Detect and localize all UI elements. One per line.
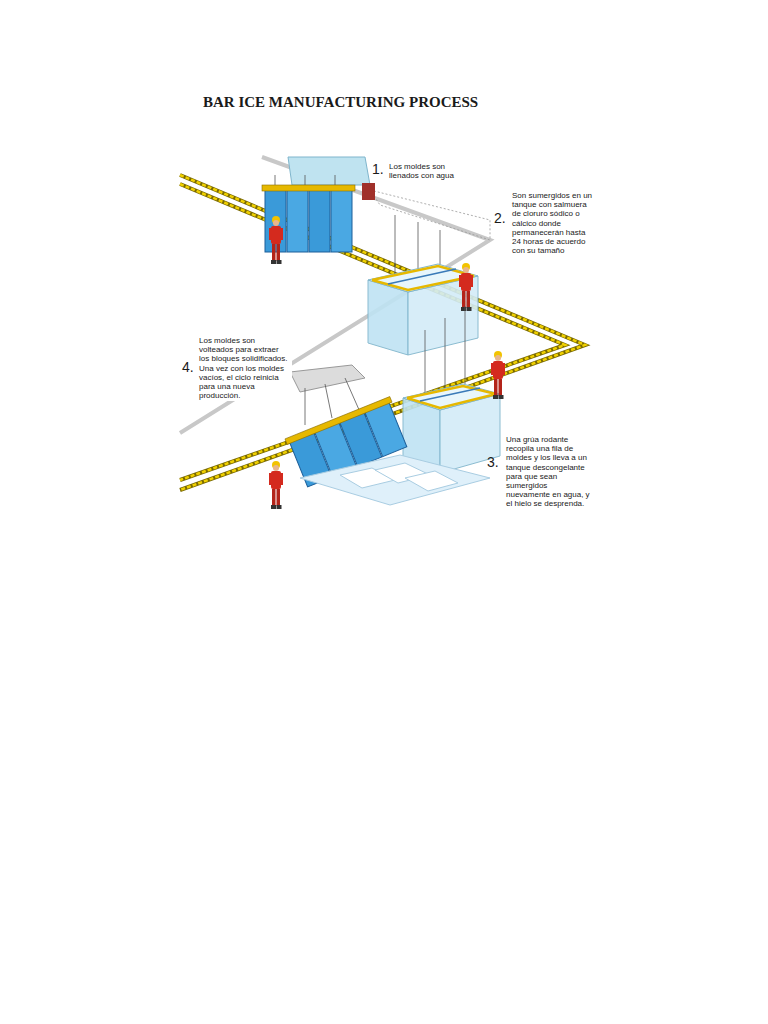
callout-text: Una grúa rodante recopila una fila de mo… [505, 434, 591, 510]
callout-number: 4. [182, 359, 194, 375]
callout-text: Los moldes son volteados para extraer lo… [198, 335, 292, 401]
brine-tank [368, 264, 478, 355]
callout-text: Son sumergidos en un tanque con salmuera… [511, 190, 595, 256]
worker [459, 263, 473, 311]
valve-block [362, 183, 375, 200]
callout-number: 1. [372, 161, 384, 177]
callout-number: 2. [494, 210, 506, 226]
title: BAR ICE MANUFACTURING PROCESS [203, 94, 478, 111]
ice-blocks [300, 455, 490, 505]
worker [269, 461, 283, 509]
worker [269, 216, 283, 264]
filling-beam [288, 157, 370, 185]
worker [491, 351, 505, 399]
callout-number: 3. [487, 454, 499, 470]
callout-text: Los moldes son llenados con agua [388, 161, 478, 181]
hanger-cables [275, 175, 335, 186]
rolling-crane [290, 365, 365, 392]
hanger-cables [425, 306, 465, 393]
crane-track-outline [370, 190, 490, 240]
